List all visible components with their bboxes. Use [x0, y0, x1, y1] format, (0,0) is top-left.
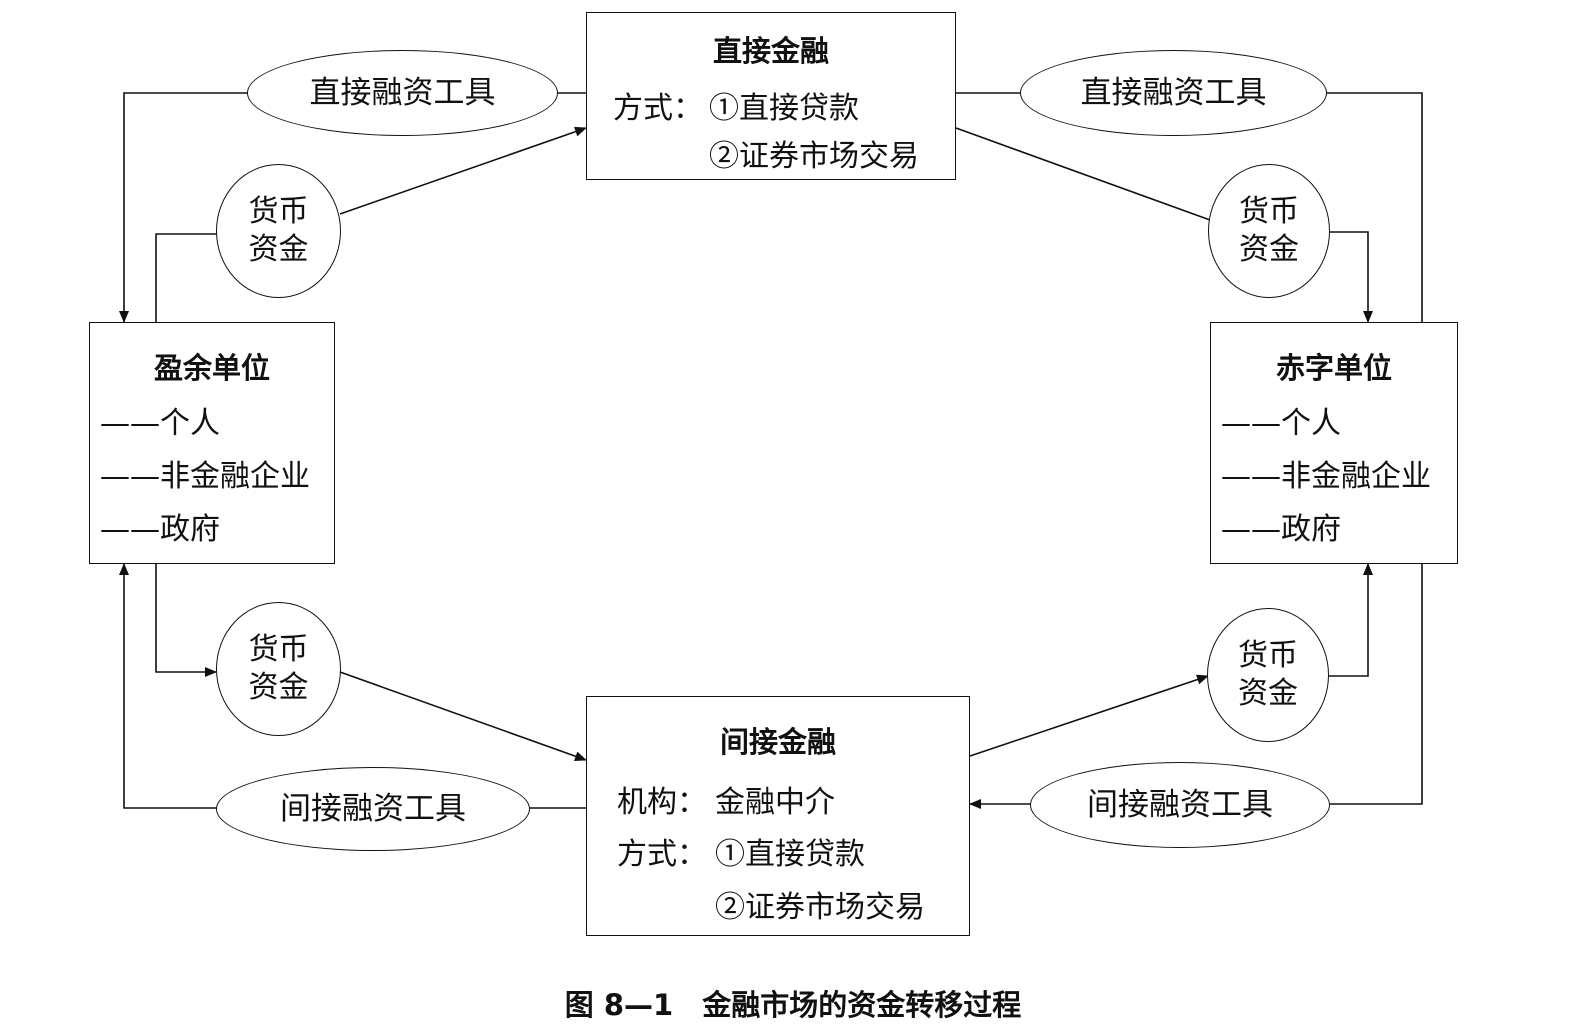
ellipse-indirect-tool-right: 间接融资工具 — [1030, 762, 1330, 848]
ellipse-indirect-tool-left: 间接融资工具 — [216, 767, 530, 851]
direct-method-2: ②证券市场交易 — [709, 139, 919, 174]
deficit-unit-title: 赤字单位 — [1275, 351, 1392, 385]
ellipse-money-top-right: 货币资金 — [1208, 164, 1330, 298]
arrow-surplus-to-money-bl — [155, 564, 217, 677]
direct-method-label: 方式： — [613, 91, 703, 126]
surplus-item-nonfinancial: ——非金融企业 — [100, 459, 310, 494]
deficit-unit-box: 赤字单位 ——个人 ——非金融企业 ——政府 — [1210, 322, 1458, 564]
line-deficit-to-tool-right — [1330, 564, 1423, 805]
money-bl-line2: 资金 — [248, 670, 309, 705]
ellipse-direct-tool-left: 直接融资工具 — [247, 50, 558, 136]
surplus-item-government: ——政府 — [100, 512, 220, 547]
money-tr-line2: 资金 — [1239, 232, 1299, 267]
arrow-money-bl-to-indirect — [339, 671, 587, 762]
deficit-item-individual: ——个人 — [1221, 406, 1341, 441]
surplus-unit-box: 盈余单位 ——个人 ——非金融企业 ——政府 — [89, 322, 335, 564]
indirect-institution-label: 机构： — [617, 785, 707, 820]
ellipse-direct-tool-right: 直接融资工具 — [1020, 50, 1327, 136]
direct-method-1: ①直接贷款 — [709, 91, 859, 126]
ellipse-money-bottom-right: 货币资金 — [1207, 608, 1329, 742]
line-direct-to-money-tr — [955, 127, 1211, 221]
arrow-tool-left-to-surplus — [119, 563, 217, 809]
money-br-line1: 货币 — [1238, 638, 1298, 673]
indirect-method-label: 方式： — [617, 837, 707, 872]
figure-caption: 图 8—1 金融市场的资金转移过程 — [564, 988, 1022, 1022]
indirect-method-2: ②证券市场交易 — [715, 890, 925, 925]
indirect-finance-box: 间接金融 机构： 金融中介 方式： ①直接贷款 ②证券市场交易 — [586, 696, 970, 936]
surplus-unit-title: 盈余单位 — [153, 351, 270, 385]
line-tool-right-to-deficit — [1326, 92, 1423, 322]
money-br-line2: 资金 — [1238, 676, 1298, 711]
arrow-money-br-to-deficit — [1329, 563, 1373, 677]
direct-finance-box: 直接金融 方式： ①直接贷款 ②证券市场交易 — [586, 12, 956, 180]
deficit-item-government: ——政府 — [1221, 512, 1341, 547]
direct-finance-title: 直接金融 — [712, 34, 829, 68]
surplus-item-individual: ——个人 — [100, 406, 220, 441]
arrow-money-tr-to-deficit — [1330, 231, 1373, 323]
ellipse-money-top-left: 货币资金 — [216, 164, 341, 298]
indirect-finance-title: 间接金融 — [719, 725, 836, 759]
indirect-method-1: ①直接贷款 — [715, 837, 865, 872]
deficit-item-nonfinancial: ——非金融企业 — [1221, 459, 1431, 494]
arrow-indirect-to-money-br — [969, 674, 1209, 757]
ellipse-money-bottom-left: 货币资金 — [216, 602, 341, 736]
line-direct-tool-down-surplus — [119, 92, 248, 323]
money-bl-line1: 货币 — [248, 632, 309, 667]
indirect-institution: 金融中介 — [715, 785, 835, 820]
money-tl-line2: 资金 — [248, 232, 309, 267]
arrow-money-to-direct — [339, 126, 587, 215]
money-tr-line1: 货币 — [1239, 194, 1299, 229]
money-tl-line1: 货币 — [248, 194, 309, 229]
line-surplus-to-money-tl — [155, 233, 220, 322]
